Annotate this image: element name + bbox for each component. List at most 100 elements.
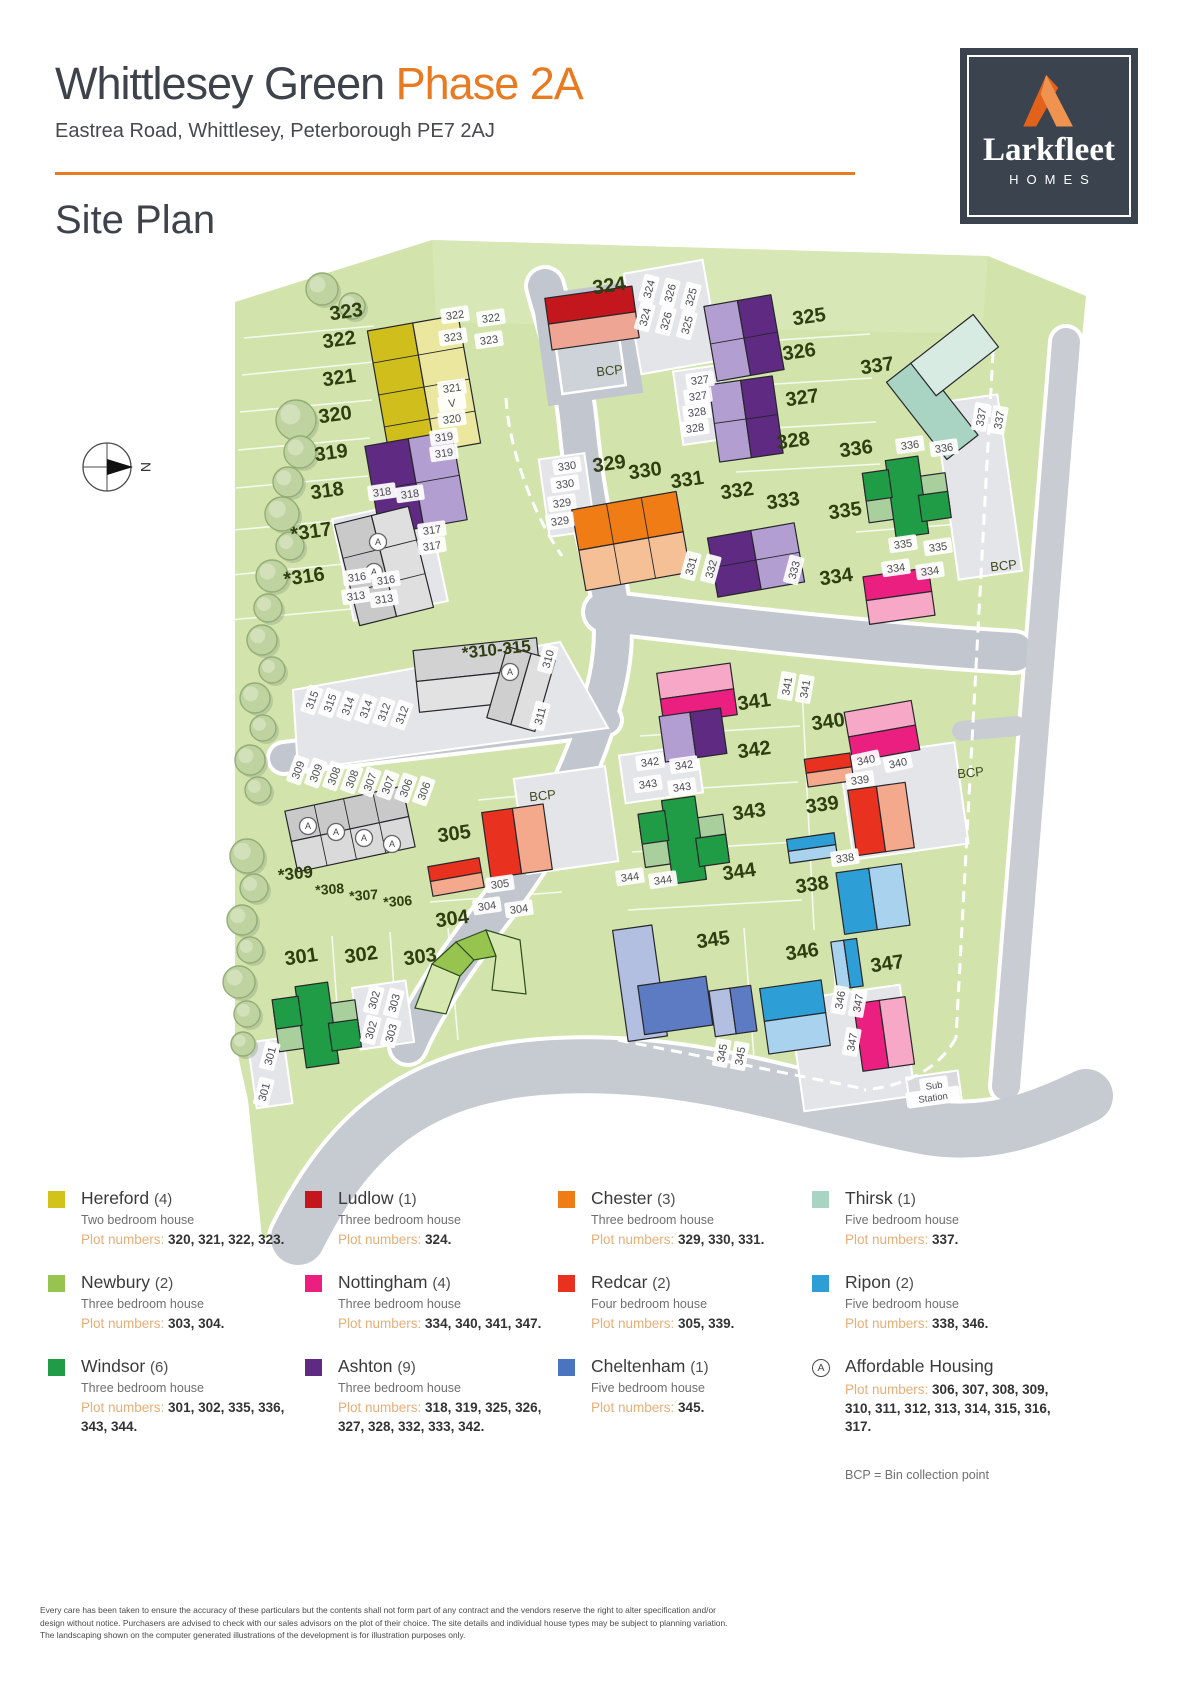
plot-numbers-values: 334, 340, 341, 347. xyxy=(425,1316,542,1332)
plot-label: 341 xyxy=(736,689,772,715)
svg-text:316: 316 xyxy=(347,571,367,585)
plot-numbers-label: Plot numbers: xyxy=(591,1316,679,1332)
house-chester-329-331 xyxy=(571,490,691,592)
parking-chip: 305 xyxy=(485,874,515,894)
house-type-count: (1) xyxy=(398,1191,417,1208)
parking-chip: 347 xyxy=(847,988,868,1018)
parking-chip: 325 xyxy=(676,309,698,341)
house-type-name: Redcar (2) xyxy=(591,1272,671,1293)
house-windsor-343-344 xyxy=(637,795,731,885)
tree xyxy=(239,873,271,905)
house-ripon-garage-338 xyxy=(785,832,839,864)
parking-chip: 330 xyxy=(550,474,580,494)
plot-numbers-label: Plot numbers: xyxy=(845,1382,933,1398)
page-title: Whittlesey Green Phase 2A xyxy=(55,58,584,110)
plot-numbers-label: Plot numbers: xyxy=(338,1232,426,1247)
parking-chip: 335 xyxy=(888,534,918,554)
parking-chip: Station xyxy=(905,1085,961,1108)
plot-label: 329 xyxy=(591,451,627,477)
plot-label: 339 xyxy=(804,792,840,818)
parking-chip: 326 xyxy=(659,277,681,309)
svg-text:330: 330 xyxy=(557,460,577,474)
logo-subtext: HOMES xyxy=(1009,172,1097,187)
svg-text:332: 332 xyxy=(704,559,720,580)
section-title: Site Plan xyxy=(55,198,216,242)
svg-text:315: 315 xyxy=(304,690,322,711)
parking-chip: 329 xyxy=(547,493,577,513)
house-type-count: (9) xyxy=(397,1359,416,1377)
affordable-housing-mark: A xyxy=(354,828,374,848)
svg-text:331: 331 xyxy=(684,556,700,577)
svg-text:306: 306 xyxy=(416,781,434,802)
svg-text:A: A xyxy=(371,567,377,577)
plot-label: 333 xyxy=(765,488,801,514)
parking-chip: 340 xyxy=(850,749,881,770)
house-type-description: Three bedroom house xyxy=(81,1297,204,1312)
tree xyxy=(272,466,306,500)
svg-text:340: 340 xyxy=(888,756,908,772)
plot-numbers-label: Plot numbers: xyxy=(338,1316,426,1332)
bcp-label: BCP xyxy=(595,362,623,380)
plot-label: *306 xyxy=(383,892,413,910)
plot-label: 324 xyxy=(591,273,628,300)
parking-chip: 322 xyxy=(476,308,506,328)
house-type-count: (6) xyxy=(150,1359,169,1377)
house-type-count: (3) xyxy=(657,1191,676,1208)
svg-text:345: 345 xyxy=(715,1043,730,1063)
plot-label: 335 xyxy=(827,498,863,524)
plot-label: 304 xyxy=(434,906,471,933)
house-type-swatch xyxy=(305,1191,322,1208)
svg-text:308: 308 xyxy=(344,769,362,790)
tree xyxy=(283,435,319,471)
bcp-label: BCP xyxy=(956,764,984,782)
house-ripon-346-garage xyxy=(830,937,864,991)
tree xyxy=(236,936,266,966)
parking-chip: 339 xyxy=(845,770,875,790)
parking-chip: 324 xyxy=(638,273,660,305)
house-type-count: (2) xyxy=(895,1275,914,1293)
parking-chip: 324 xyxy=(634,301,656,333)
parking-chip: 318 xyxy=(367,482,397,502)
tree xyxy=(229,838,267,876)
svg-text:301: 301 xyxy=(257,1082,273,1103)
house-cheltenham-345 xyxy=(612,924,714,1043)
house-type-description: Three bedroom house xyxy=(81,1381,204,1396)
parking-chip: 345 xyxy=(711,1038,732,1068)
plot-numbers-values: 338, 346. xyxy=(932,1316,989,1332)
title-phase: Phase 2A xyxy=(395,58,584,109)
parking-chip: 345 xyxy=(729,1041,750,1071)
house-redcar-339 xyxy=(847,781,915,857)
plot-numbers-line: Plot numbers: 334, 340, 341, 347. xyxy=(338,1315,563,1333)
svg-text:310: 310 xyxy=(541,649,557,670)
svg-text:319: 319 xyxy=(434,431,454,445)
plot-numbers-line: Plot numbers: 338, 346. xyxy=(845,1315,1070,1333)
footer-disclaimer: Every care has been taken to ensure the … xyxy=(40,1605,728,1641)
house-windsor-335-336 xyxy=(861,455,952,539)
svg-text:344: 344 xyxy=(653,874,673,888)
svg-text:304: 304 xyxy=(509,903,529,917)
parking-chip: 336 xyxy=(929,438,959,458)
svg-text:315: 315 xyxy=(322,693,340,714)
plot-label: 343 xyxy=(731,799,767,825)
north-arrow: N xyxy=(82,442,154,492)
svg-text:302: 302 xyxy=(364,1020,380,1041)
svg-text:309: 309 xyxy=(290,760,308,781)
svg-text:324: 324 xyxy=(642,279,658,300)
plot-label: 327 xyxy=(784,385,820,411)
svg-text:336: 336 xyxy=(900,439,920,453)
parking-chip: 302 xyxy=(363,984,385,1016)
parking-chip: 343 xyxy=(667,777,697,797)
svg-text:302: 302 xyxy=(367,990,383,1011)
svg-text:346: 346 xyxy=(833,990,848,1010)
logo-name: Larkfleet xyxy=(983,132,1115,168)
plot-numbers-values: 305, 339. xyxy=(678,1316,735,1332)
svg-text:329: 329 xyxy=(550,515,570,529)
plot-label: *308 xyxy=(315,880,345,898)
svg-text:334: 334 xyxy=(886,562,906,576)
svg-text:322: 322 xyxy=(481,312,501,326)
svg-text:301: 301 xyxy=(263,1046,279,1067)
svg-text:312: 312 xyxy=(376,702,394,723)
